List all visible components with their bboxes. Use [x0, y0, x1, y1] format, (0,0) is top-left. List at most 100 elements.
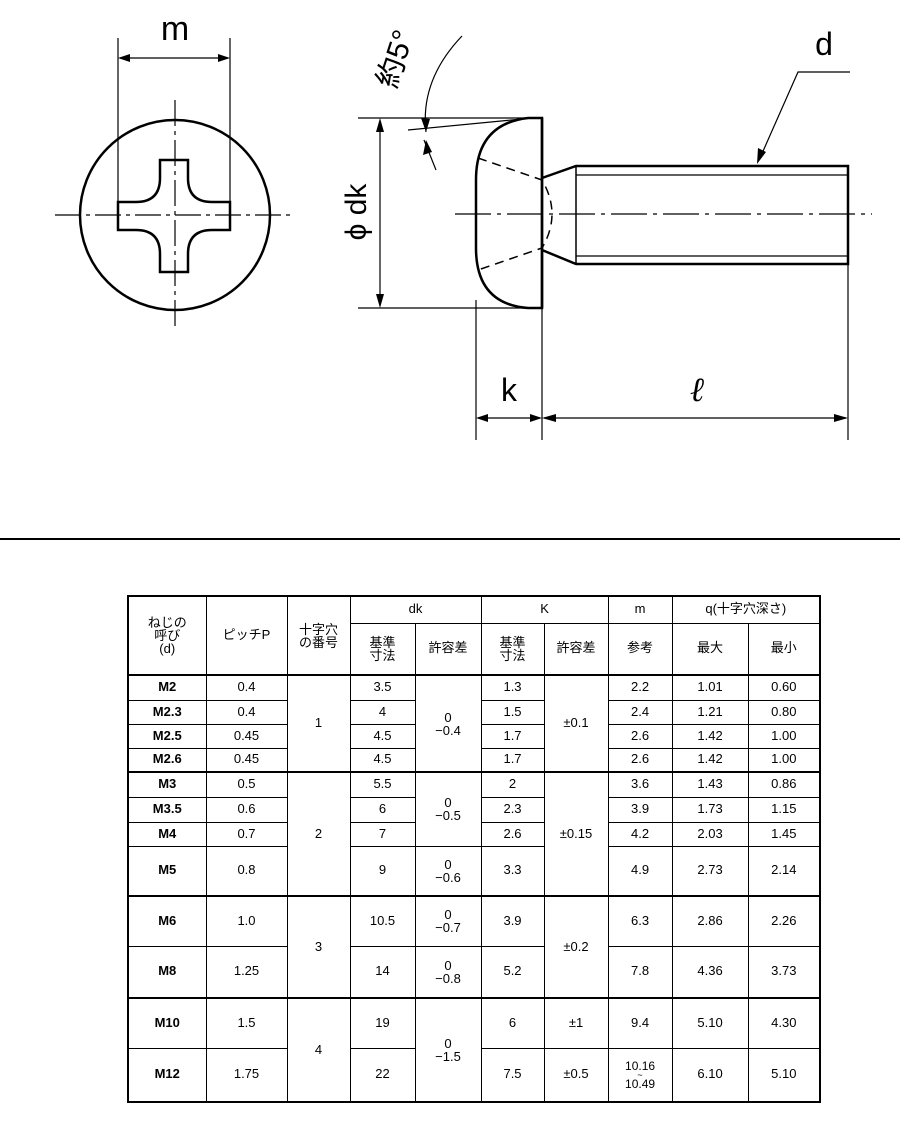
k-tolerance: ±1 [543, 997, 609, 1049]
k-basic: 6 [480, 997, 545, 1049]
k-arrow-right [530, 414, 542, 422]
q-min: 0.80 [747, 699, 821, 725]
pitch: 0.45 [205, 723, 288, 749]
dk-basic: 22 [349, 1047, 416, 1103]
table-row: M2 0.4 1 3.5 0−0.4 1.3 ±0.1 2.2 1.01 0.6… [127, 674, 821, 773]
l-arrow-left [542, 414, 556, 422]
header-q-min: 最小 [747, 622, 821, 676]
dk-basic: 4 [349, 699, 416, 725]
q-min: 4.30 [747, 997, 821, 1049]
thread-name: M2.6 [127, 747, 207, 773]
pitch: 0.8 [205, 845, 288, 897]
thread-name: M5 [127, 845, 207, 897]
q-min: 5.10 [747, 1047, 821, 1103]
dk-arrow-top [376, 118, 384, 132]
thread-name: M8 [127, 945, 207, 999]
header-q-max: 最大 [671, 622, 749, 676]
dk-basic: 10.5 [349, 895, 416, 947]
thread-name: M3 [127, 771, 207, 798]
dimension-table: ねじの呼び(d) ピッチP 十字穴の番号 dk K m q(十字穴深さ) 基準寸… [127, 595, 822, 1103]
cross-recess [116, 158, 232, 274]
recess-hidden-line [477, 157, 553, 271]
angle-arrow-top [421, 118, 430, 132]
k-basic: 5.2 [480, 945, 545, 999]
m-reference: 4.2 [607, 821, 673, 847]
dk-basic: 14 [349, 945, 416, 999]
m-reference: 10.16~10.49 [607, 1047, 673, 1103]
q-max: 1.73 [671, 796, 749, 823]
pitch: 1.75 [205, 1047, 288, 1103]
label-dk: ϕ dk [340, 183, 373, 241]
k-basic: 1.7 [480, 747, 545, 773]
header-m: m [607, 595, 673, 624]
table-row: M10 1.5 4 19 0−1.5 6 ±1 9.4 5.10 4.30 [127, 997, 821, 1103]
pitch: 1.0 [205, 895, 288, 947]
thread-name: M3.5 [127, 796, 207, 823]
pitch: 0.7 [205, 821, 288, 847]
k-basic: 2.6 [480, 821, 545, 847]
m-reference: 6.3 [607, 895, 673, 947]
thread-name: M4 [127, 821, 207, 847]
label-k: k [501, 372, 518, 408]
pitch: 0.5 [205, 771, 288, 798]
screw-side-view [358, 35, 872, 440]
dk-basic: 3.5 [349, 674, 416, 701]
m-reference: 2.6 [607, 723, 673, 749]
q-min: 1.15 [747, 796, 821, 823]
q-max: 1.21 [671, 699, 749, 725]
m-arrow-right [218, 54, 230, 62]
k-tolerance: ±0.2 [543, 895, 609, 999]
table-row: M12 1.75 22 7.5 ±0.5 10.16~10.49 6.10 5.… [127, 1047, 821, 1103]
label-l: ℓ [690, 370, 704, 410]
q-max: 6.10 [671, 1047, 749, 1103]
m-reference: 7.8 [607, 945, 673, 999]
thread-name: M6 [127, 895, 207, 947]
header-k: K [480, 595, 609, 624]
q-max: 2.03 [671, 821, 749, 847]
label-m: m [161, 10, 189, 48]
header-dk-basic: 基準寸法 [349, 622, 416, 676]
dk-tolerance: 0−0.6 [414, 845, 482, 897]
thread-name: M2 [127, 674, 207, 701]
q-min: 0.60 [747, 674, 821, 701]
header-dk-tolerance: 許容差 [414, 622, 482, 676]
angle-arrow-bottom [423, 140, 432, 155]
header-q: q(十字穴深さ) [671, 595, 821, 624]
q-max: 2.73 [671, 845, 749, 897]
pitch: 1.25 [205, 945, 288, 999]
q-max: 1.43 [671, 771, 749, 798]
m-reference: 3.9 [607, 796, 673, 823]
k-basic: 1.3 [480, 674, 545, 701]
table-row: M6 1.0 3 10.5 0−0.7 3.9 ±0.2 6.3 2.86 2.… [127, 895, 821, 999]
q-max: 1.01 [671, 674, 749, 701]
q-min: 1.45 [747, 821, 821, 847]
shank-outline [541, 164, 850, 266]
pitch: 0.45 [205, 747, 288, 773]
k-basic: 7.5 [480, 1047, 545, 1103]
recess-number: 3 [286, 895, 351, 999]
pitch: 0.6 [205, 796, 288, 823]
header-recess-number: 十字穴の番号 [286, 595, 351, 676]
recess-number: 2 [286, 771, 351, 897]
pitch: 1.5 [205, 997, 288, 1049]
angle-ref-line [407, 117, 533, 131]
q-max: 2.86 [671, 895, 749, 947]
k-basic: 2 [480, 771, 545, 798]
dk-basic: 7 [349, 821, 416, 847]
header-pitch: ピッチP [205, 595, 288, 676]
m-reference: 9.4 [607, 997, 673, 1049]
header-m-reference: 参考 [607, 622, 673, 676]
k-tolerance: ±0.1 [543, 674, 609, 773]
dk-arrow-bottom [376, 294, 384, 308]
m-reference: 2.4 [607, 699, 673, 725]
q-min: 0.86 [747, 771, 821, 798]
q-max: 1.42 [671, 747, 749, 773]
k-basic: 3.9 [480, 895, 545, 947]
d-arrow [757, 148, 766, 164]
dk-basic: 6 [349, 796, 416, 823]
m-reference: 2.2 [607, 674, 673, 701]
dk-tolerance: 0−0.7 [414, 895, 482, 947]
header-dk: dk [349, 595, 482, 624]
m-reference: 2.6 [607, 747, 673, 773]
k-arrow-left [476, 414, 488, 422]
